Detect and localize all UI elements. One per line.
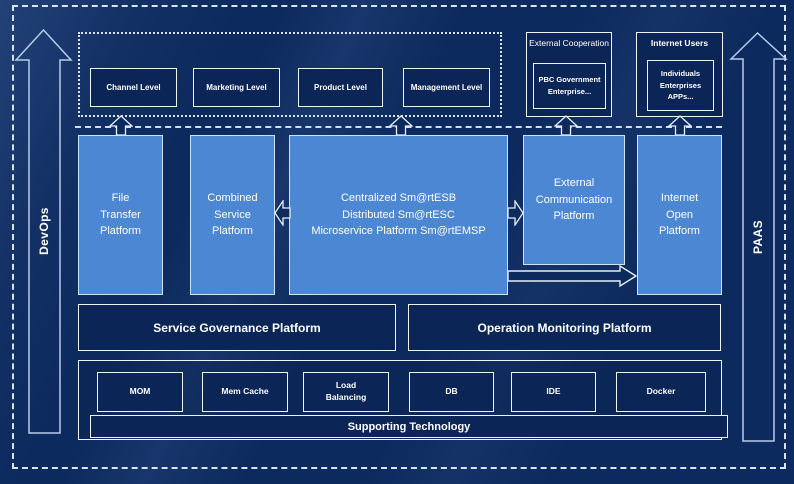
- central-esb-line1: Centralized Sm@rtESB: [340, 192, 457, 205]
- operation-monitoring-platform-box: Operation Monitoring Platform: [408, 304, 721, 351]
- internet-users-members-label: Individuals Enterprises APPs...: [659, 69, 702, 102]
- external-communication-platform-box: External Communication Platform: [523, 135, 625, 265]
- external-cooperation-box: External Cooperation PBC Government Ente…: [526, 32, 612, 117]
- supporting-technology-bar: Supporting Technology: [90, 415, 728, 438]
- tech-docker-label: Docker: [646, 386, 676, 397]
- tech-mom-label: MOM: [129, 386, 151, 397]
- external-cooperation-members-box: PBC Government Enterprise...: [533, 63, 606, 109]
- file-transfer-platform-box: File Transfer Platform: [78, 135, 163, 295]
- service-governance-platform-box: Service Governance Platform: [78, 304, 396, 351]
- devops-up-arrow-icon: [14, 28, 73, 434]
- paas-up-arrow-icon: [729, 31, 788, 442]
- tech-db-box: DB: [409, 372, 494, 412]
- arrow-external-comm-to-cooperation-icon: [554, 115, 578, 135]
- channel-level-label: Channel Level: [106, 83, 161, 92]
- arrow-central-to-external-comm-icon: [507, 200, 524, 226]
- file-transfer-platform-label: File Transfer Platform: [100, 192, 141, 238]
- external-cooperation-title: External Cooperation: [529, 38, 609, 48]
- product-level-box: Product Level: [298, 68, 383, 107]
- combined-service-platform-box: Combined Service Platform: [190, 135, 275, 295]
- tech-ide-box: IDE: [511, 372, 596, 412]
- channel-level-box: Channel Level: [90, 68, 177, 107]
- central-esb-line2: Distributed Sm@rtESC: [342, 208, 455, 221]
- management-level-label: Management Level: [410, 83, 483, 92]
- internet-users-title: Internet Users: [650, 38, 709, 48]
- tech-db-label: DB: [445, 386, 458, 397]
- central-esb-line3: Microservice Platform Sm@rtEMSP: [311, 225, 486, 238]
- levels-group-dashed-box: [78, 32, 502, 117]
- external-communication-platform-label: External Communication Platform: [535, 177, 613, 223]
- tech-load-balancing-label: Load Balancing: [325, 380, 367, 402]
- operation-monitoring-platform-label: Operation Monitoring Platform: [477, 320, 652, 335]
- tech-mom-box: MOM: [97, 372, 183, 412]
- internet-open-platform-box: Internet Open Platform: [637, 135, 722, 295]
- tech-mem-cache-label: Mem Cache: [221, 386, 269, 397]
- tech-mem-cache-box: Mem Cache: [202, 372, 288, 412]
- supporting-technology-label: Supporting Technology: [347, 420, 471, 433]
- tech-ide-label: IDE: [546, 386, 561, 397]
- marketing-level-box: Marketing Level: [193, 68, 280, 107]
- product-level-label: Product Level: [314, 83, 367, 92]
- combined-service-platform-label: Combined Service Platform: [207, 192, 258, 238]
- internet-users-members-box: Individuals Enterprises APPs...: [647, 60, 714, 111]
- management-level-box: Management Level: [403, 68, 490, 107]
- tech-load-balancing-box: Load Balancing: [303, 372, 389, 412]
- arrow-central-to-combined-icon: [274, 200, 291, 226]
- central-esb-platform-box: Centralized Sm@rtESB Distributed Sm@rtES…: [289, 135, 508, 295]
- arrow-internet-open-to-users-icon: [668, 115, 692, 135]
- marketing-level-label: Marketing Level: [206, 83, 267, 92]
- outer-dashed-border: [12, 5, 786, 469]
- internet-open-platform-label: Internet Open Platform: [659, 192, 700, 238]
- arrow-central-esb-to-levels-icon: [389, 115, 413, 135]
- arrow-file-transfer-to-levels-icon: [109, 115, 133, 135]
- internet-users-box: Internet Users Individuals Enterprises A…: [636, 32, 723, 117]
- external-cooperation-members-label: PBC Government Enterprise...: [538, 75, 601, 96]
- tech-docker-box: Docker: [616, 372, 706, 412]
- arrow-central-to-internet-open-icon: [508, 264, 638, 288]
- service-governance-platform-label: Service Governance Platform: [153, 320, 321, 335]
